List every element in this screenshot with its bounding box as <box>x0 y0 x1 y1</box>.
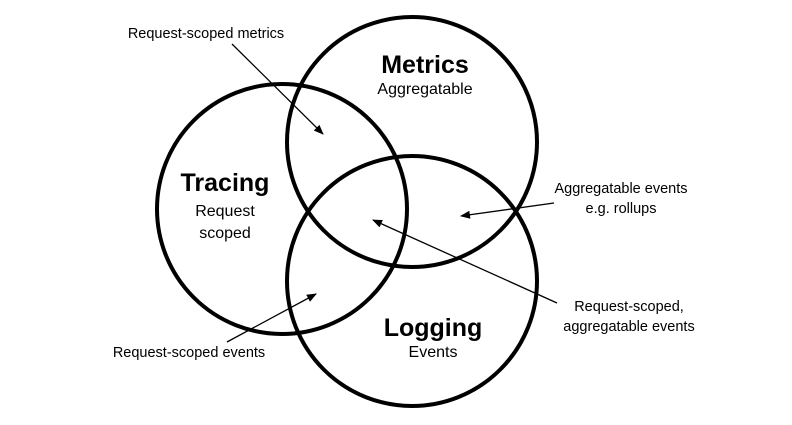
tracing-circle <box>155 82 409 336</box>
metrics-subtitle: Aggregatable <box>377 81 472 98</box>
metrics-title: Metrics <box>381 51 469 79</box>
logging-circle <box>285 154 539 408</box>
tracing-title: Tracing <box>181 169 270 197</box>
annotation-request-scoped-events: Request-scoped events <box>113 345 265 361</box>
arrow-request-scoped-metrics <box>231 43 324 135</box>
annotation-aggregatable-events-line2: e.g. rollups <box>586 201 657 217</box>
arrow-request-scoped-aggregatable <box>372 219 558 304</box>
metrics-circle <box>285 15 539 269</box>
arrow-aggregatable-events <box>460 202 555 219</box>
tracing-subtitle-line2: scoped <box>199 225 251 242</box>
logging-subtitle: Events <box>409 344 458 361</box>
annotation-request-scoped-aggregatable-line1: Request-scoped, <box>574 299 684 315</box>
annotation-aggregatable-events-line1: Aggregatable events <box>554 181 687 197</box>
annotation-request-scoped-metrics: Request-scoped metrics <box>128 26 284 42</box>
arrow-request-scoped-events <box>226 293 317 343</box>
logging-title: Logging <box>384 314 483 342</box>
annotation-request-scoped-aggregatable-line2: aggregatable events <box>563 319 694 335</box>
tracing-subtitle-line1: Request <box>195 203 255 220</box>
